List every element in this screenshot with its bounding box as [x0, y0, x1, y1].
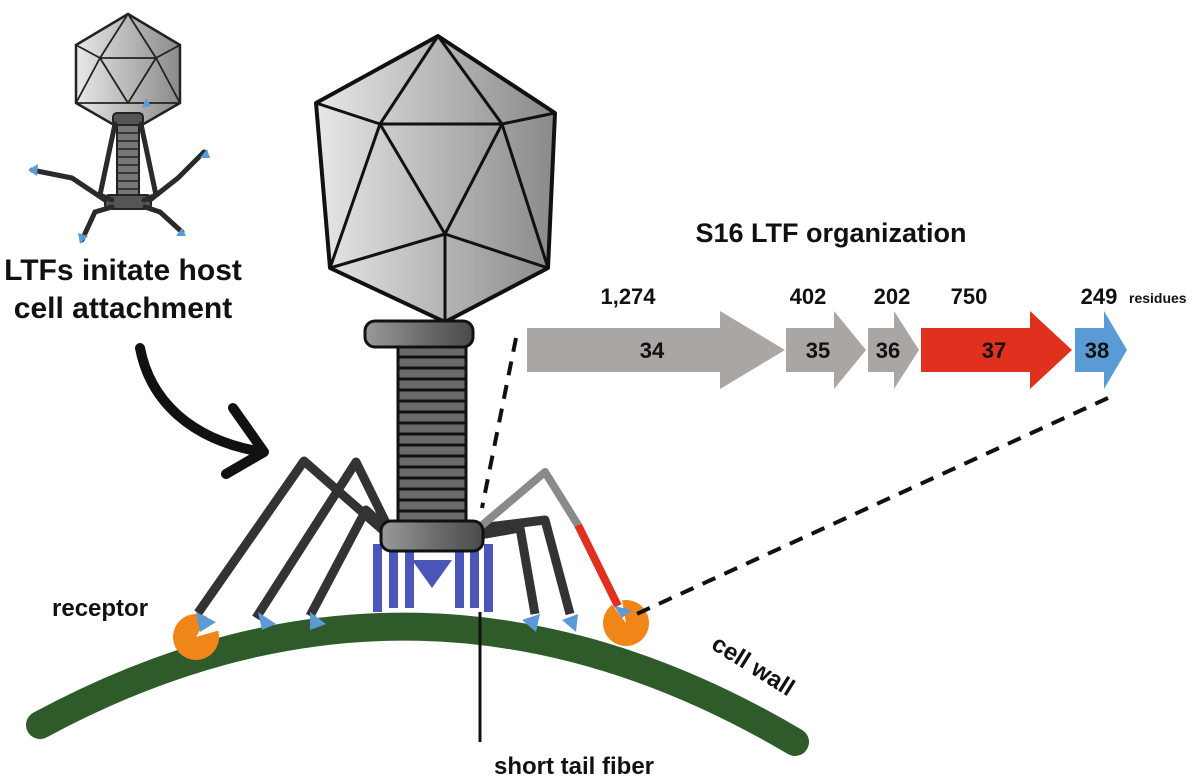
- gene-34-residues: 1,274: [600, 284, 656, 309]
- gene-37-label: 37: [982, 338, 1006, 363]
- colored-long-tail-fiber: [477, 468, 622, 608]
- phage-head: [314, 34, 557, 324]
- fiber-tip-arrows: [196, 606, 632, 632]
- phage-tail: [363, 319, 485, 553]
- gene-36-label: 36: [876, 338, 900, 363]
- small-phage-icon: [28, 12, 210, 244]
- gene-36-arrow: [868, 311, 919, 389]
- gene-37-arrow: [921, 311, 1072, 389]
- gene-37-residues: 750: [951, 284, 988, 309]
- gene-35-label: 35: [806, 338, 830, 363]
- caption-line-1: LTFs initate host: [4, 254, 242, 287]
- gene-38-residues: 249: [1081, 284, 1118, 309]
- cell-wall: [26, 612, 809, 756]
- residues-unit: residues: [1129, 290, 1187, 306]
- receptor-right: [603, 600, 649, 646]
- caption-line-2: cell attachment: [14, 292, 232, 325]
- curved-arrow-icon: [135, 343, 269, 479]
- gene-map: 34 35 36 37 38 1,274 402 202 750 249 res…: [527, 284, 1187, 389]
- gene-35-residues: 402: [790, 284, 827, 309]
- zoom-lines: [480, 337, 1109, 620]
- gene-34-arrow: [527, 311, 785, 389]
- short-tail-fibers: [373, 544, 493, 612]
- gene-34-label: 34: [640, 338, 665, 363]
- gene-38-arrow: [1075, 311, 1127, 389]
- gene-35-arrow: [786, 311, 866, 389]
- receptor-label: receptor: [52, 595, 148, 622]
- organization-title: S16 LTF organization: [695, 218, 966, 248]
- gene-36-residues: 202: [874, 284, 911, 309]
- gene-38-label: 38: [1085, 338, 1109, 363]
- short-tail-fiber-label: short tail fiber: [494, 753, 654, 780]
